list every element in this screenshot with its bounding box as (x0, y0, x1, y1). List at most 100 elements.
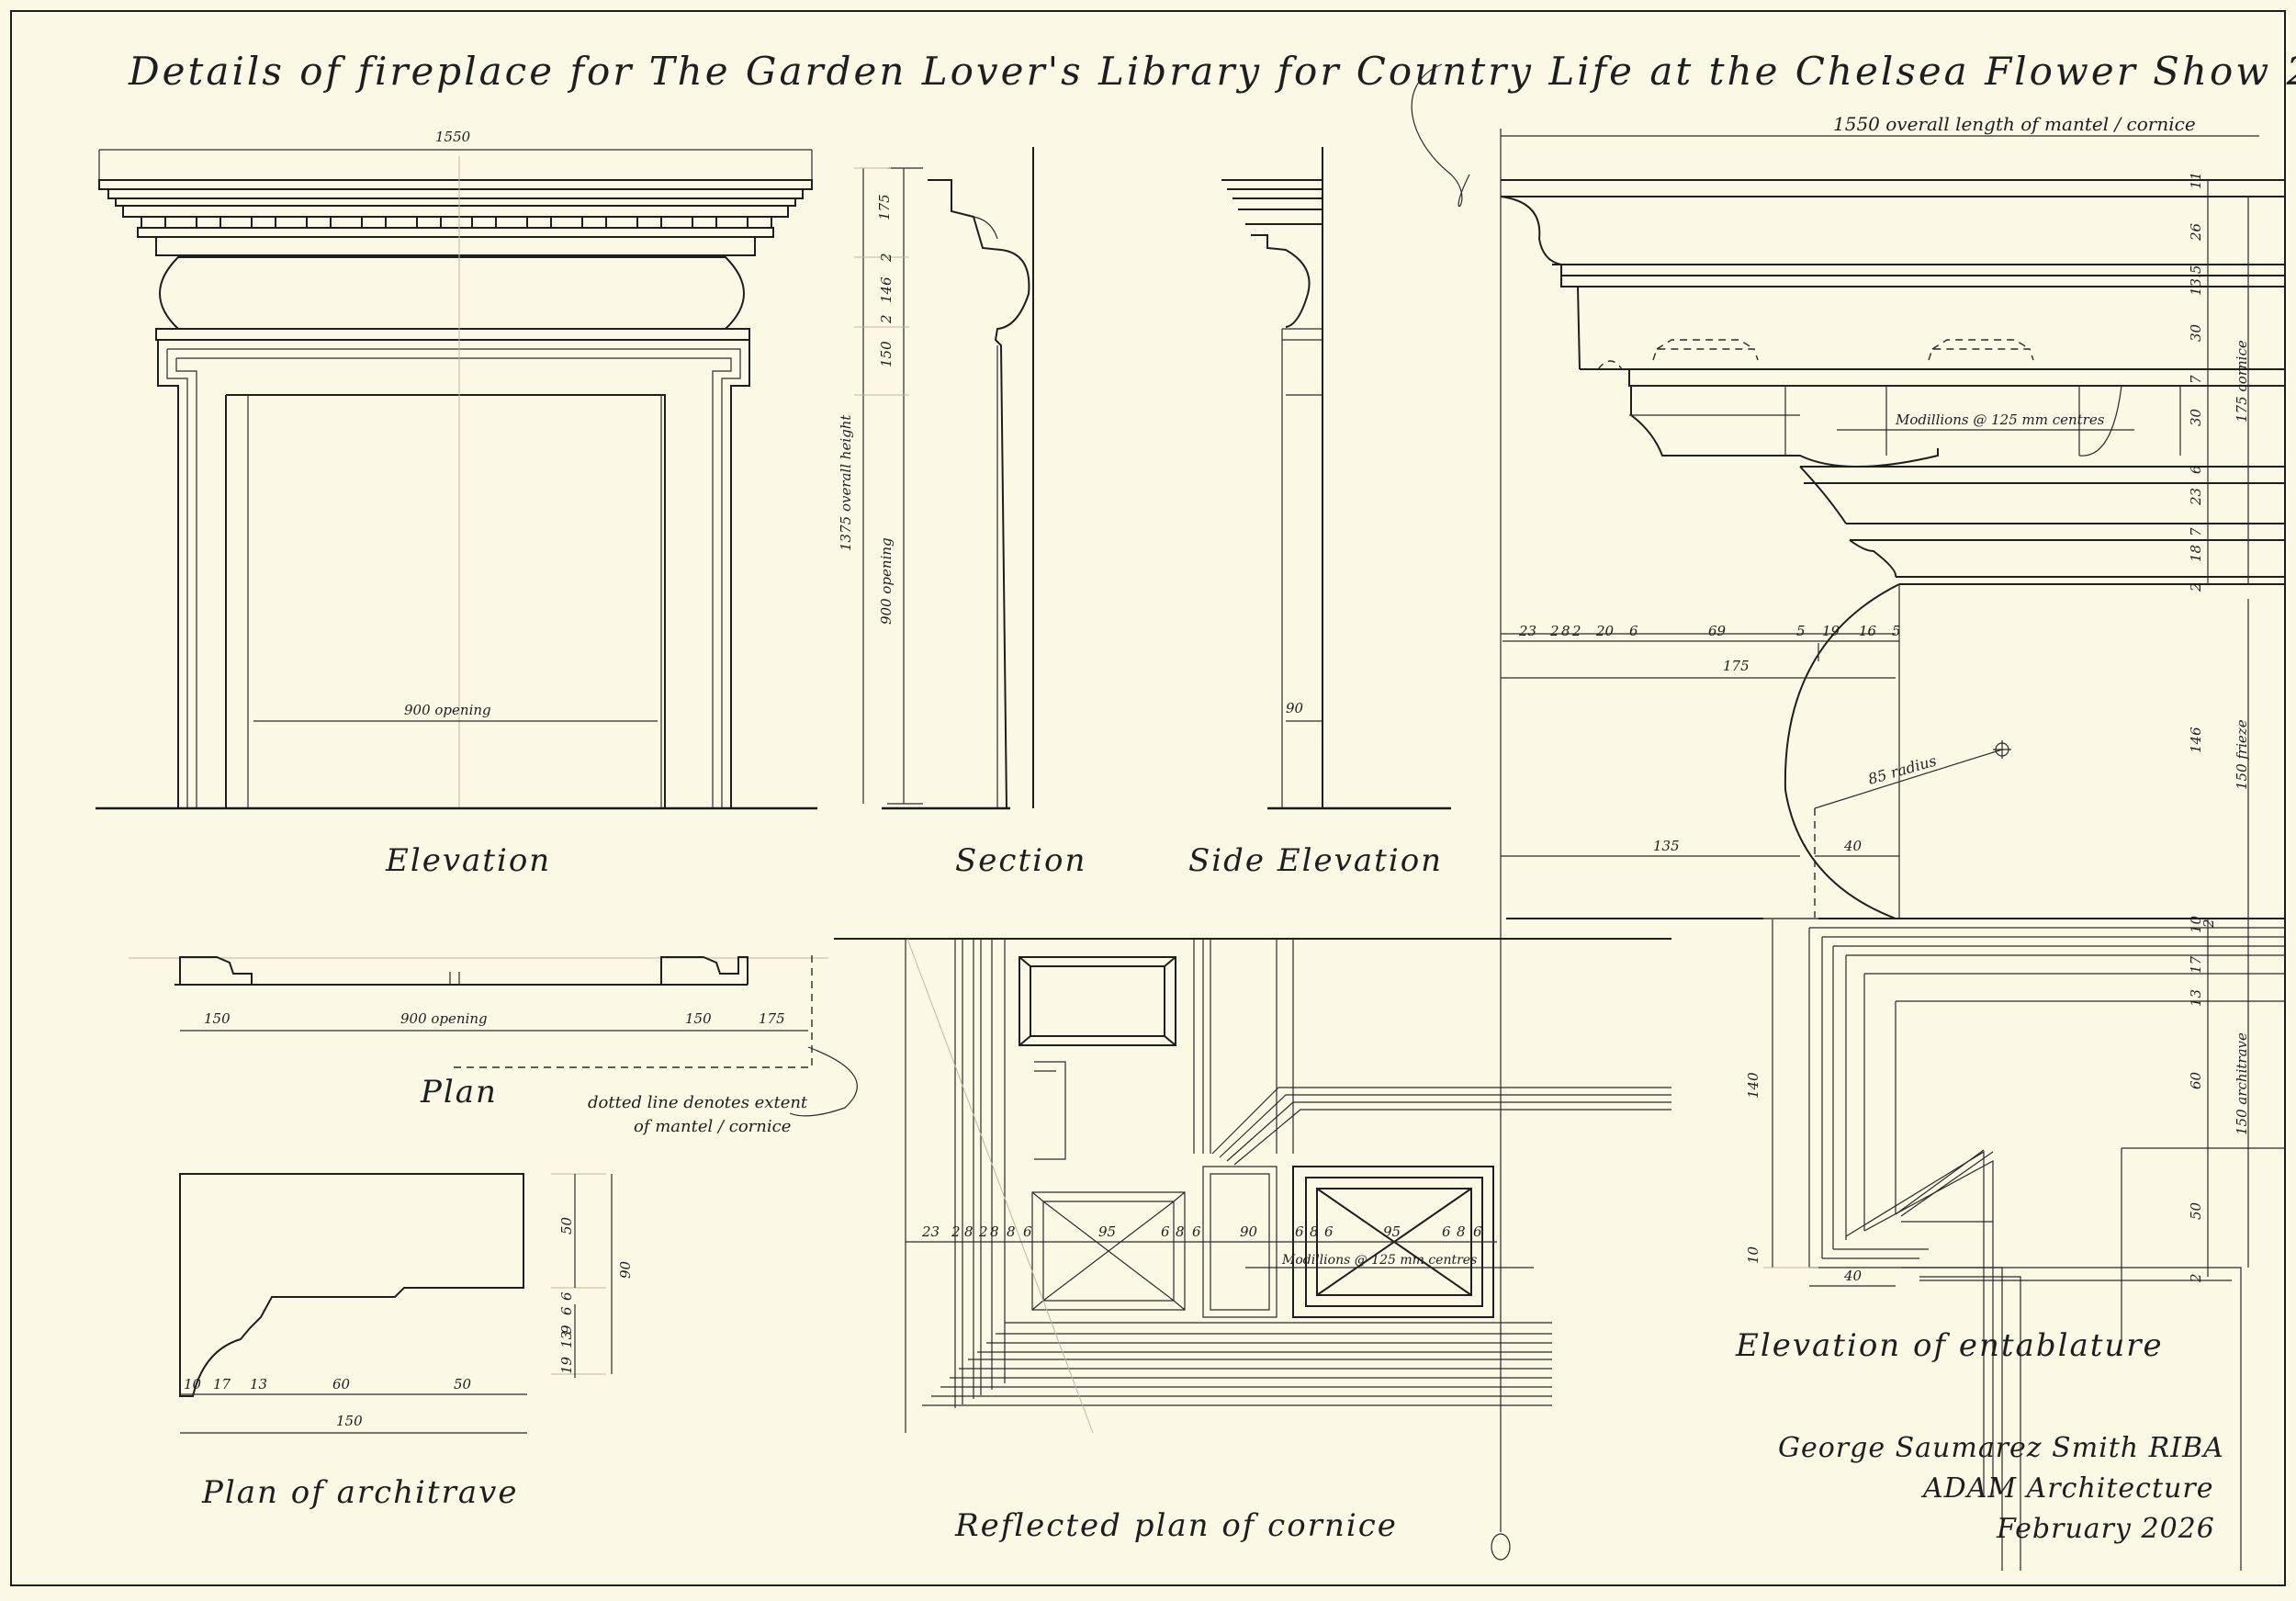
rp-dim-6c: 6 (1192, 1223, 1201, 1240)
rp-dim-6a: 6 (1023, 1223, 1032, 1240)
dim-entablature-modillions: Modillions @ 125 mm centres (1895, 412, 2105, 428)
rp-dim-95b: 95 (1383, 1223, 1401, 1240)
dim-plan-150b: 150 (685, 1010, 712, 1027)
dim-arch-6b: 6 (558, 1306, 575, 1315)
dim-ent-7a: 7 (2188, 375, 2204, 384)
fireplace-section: 175 2 146 2 150 1375 overall height 900 … (838, 147, 1034, 810)
dim-section-175: 175 (876, 194, 893, 220)
rp-dim-2b: 2 (978, 1223, 988, 1240)
dim-section-overall: 1375 overall height (838, 414, 854, 551)
dim-ent-h-5a: 5 (1796, 623, 1806, 639)
plan-note-line-1: dotted line denotes extent (588, 1093, 808, 1112)
fireplace-elevation: 1550 900 opening (96, 129, 817, 810)
dentil (416, 216, 442, 229)
rp-dim-8c: 8 (1007, 1223, 1016, 1240)
dentil (526, 216, 552, 229)
dentil (361, 216, 387, 229)
dentil (692, 216, 717, 229)
dim-ent-h-69: 69 (1708, 623, 1727, 639)
rp-dim-6g: 6 (1473, 1223, 1482, 1240)
dim-ent-26: 26 (2188, 222, 2204, 242)
label-elevation-of-entablature: Elevation of entablature (1735, 1327, 2164, 1364)
dim-ent-13-5: 13.5 (2188, 265, 2204, 296)
dim-ent-h-2b: 2 (1571, 623, 1581, 639)
rp-dim-8b: 8 (990, 1223, 999, 1240)
dim-ent-h-8: 8 (1561, 623, 1570, 639)
dim-ent-60: 60 (2188, 1071, 2204, 1089)
dim-section-146: 146 (878, 276, 895, 303)
signature-name: George Saumarez Smith RIBA (1778, 1432, 2224, 1464)
dim-arch-6a: 6 (558, 1291, 575, 1301)
dentil (251, 216, 276, 229)
dim-arch-10: 10 (184, 1376, 202, 1392)
rp-dim-8e: 8 (1310, 1223, 1319, 1240)
fireplace-side-elevation: 90 (1221, 147, 1451, 810)
dim-plan-opening: 900 opening (400, 1010, 488, 1027)
label-plan-of-architrave: Plan of architrave (201, 1474, 518, 1511)
rp-dim-90: 90 (1240, 1223, 1258, 1240)
dim-elevation-opening: 900 opening (404, 702, 491, 718)
dim-ent-h-6: 6 (1629, 623, 1638, 639)
dim-arch-90: 90 (617, 1260, 634, 1279)
dim-section-opening: 900 opening (878, 537, 895, 625)
dim-ent-135: 135 (1653, 838, 1680, 854)
dim-ent-11: 11 (2188, 172, 2204, 189)
dim-plan-150a: 150 (204, 1010, 231, 1027)
dim-ent-6: 6 (2188, 465, 2204, 474)
dim-arch-60: 60 (332, 1376, 351, 1392)
dentil (196, 216, 221, 229)
rp-dim-6d: 6 (1295, 1223, 1304, 1240)
sheet-border (10, 10, 2286, 1586)
dim-side-90: 90 (1286, 700, 1304, 716)
dim-ent-23: 23 (2188, 488, 2204, 506)
label-reflected-plan: Reflected plan of cornice (954, 1507, 1398, 1544)
dim-ent-h-40: 40 (1843, 838, 1863, 854)
rp-dim-8f: 8 (1457, 1223, 1466, 1240)
dim-ent-h-2a: 2 (1549, 623, 1559, 639)
dim-ent-10: 10 (2188, 915, 2204, 933)
dentil (306, 216, 332, 229)
dim-ent-40: 40 (1843, 1268, 1863, 1284)
dim-arch-50: 50 (558, 1216, 575, 1235)
dim-arch-50b: 50 (454, 1376, 472, 1392)
rp-dim-2a: 2 (951, 1223, 961, 1240)
dim-ent-146: 146 (2188, 727, 2204, 753)
rp-dim-6f: 6 (1442, 1223, 1451, 1240)
rp-dim-modillions: Modillions @ 125 mm centres (1281, 1253, 1477, 1268)
fireplace-plan: 150 900 opening 150 175 (129, 955, 858, 1117)
rp-dim-8d: 8 (1176, 1223, 1185, 1240)
dim-arch-19: 19 (558, 1356, 575, 1374)
entablature-elevation: 1550 overall length of mantel / cornice … (1491, 113, 2285, 1571)
dim-ent-10b: 10 (1745, 1246, 1761, 1264)
dim-ent-30a: 30 (2188, 323, 2204, 342)
label-plan: Plan (420, 1074, 498, 1111)
dim-arch-13: 13 (558, 1331, 575, 1348)
dentil (141, 216, 166, 229)
dim-ent-13: 13 (2188, 989, 2204, 1007)
dentil (747, 216, 772, 229)
dim-ent-2b: 2 (2200, 919, 2217, 929)
dim-ent-2a: 2 (2188, 582, 2204, 592)
signature-firm: ADAM Architecture (1920, 1472, 2213, 1505)
dim-arch-9: 9 (558, 1325, 575, 1334)
dim-ent-h-20: 20 (1595, 623, 1615, 639)
dim-arch-13b: 13 (250, 1376, 267, 1392)
title-flourish (1411, 63, 1470, 208)
dim-ent-h-5b: 5 (1892, 623, 1901, 639)
dim-ent-2c: 2 (2188, 1273, 2204, 1283)
drawing-title: Details of fireplace for The Garden Love… (128, 49, 2296, 94)
dim-ent-50: 50 (2188, 1201, 2204, 1220)
dim-ent-175-cornice: 175 cornice (2234, 340, 2250, 423)
dim-ent-h-23: 23 (1518, 623, 1536, 639)
dim-ent-150-architrave: 150 architrave (2234, 1032, 2250, 1135)
dim-ent-18: 18 (2188, 545, 2204, 562)
dentil (471, 216, 497, 229)
label-side-elevation: Side Elevation (1188, 842, 1443, 879)
dim-ent-h-175: 175 (1723, 658, 1750, 674)
dim-ent-h-19: 19 (1822, 623, 1840, 639)
dim-section-2b: 2 (878, 314, 895, 324)
dim-ent-17: 17 (2188, 955, 2204, 974)
rp-dim-6e: 6 (1324, 1223, 1334, 1240)
dim-arch-150: 150 (336, 1413, 363, 1429)
